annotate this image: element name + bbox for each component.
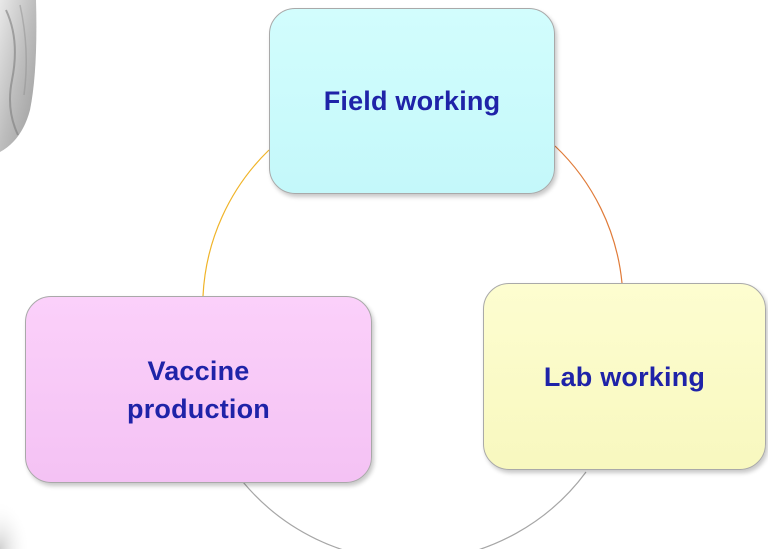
- node-field-working-label: Field working: [323, 86, 501, 116]
- connector-lab-to-vaccine: [242, 471, 587, 549]
- node-vaccine-production: Vaccine production: [25, 296, 372, 483]
- connector-field-to-lab: [554, 145, 623, 284]
- node-field-working: Field working: [269, 8, 555, 194]
- connector-vaccine-to-field: [202, 149, 270, 297]
- node-vaccine-production-label: Vaccine production: [127, 355, 270, 424]
- decorative-glow: [0, 500, 30, 549]
- node-lab-working-label: Lab working: [543, 361, 706, 392]
- decorative-photo-fragment: [0, 0, 37, 152]
- node-lab-working: Lab working: [483, 283, 766, 470]
